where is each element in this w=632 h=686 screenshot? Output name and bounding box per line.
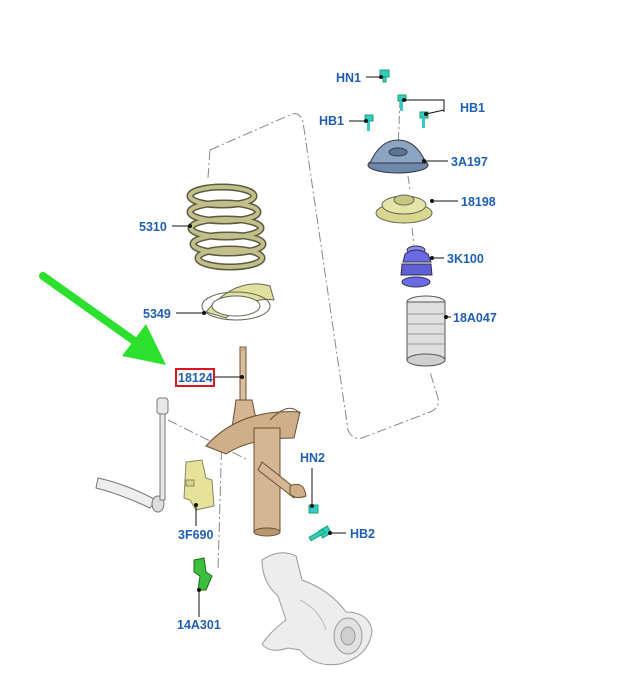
label-5349[interactable]: 5349 [143, 307, 171, 321]
label-hb1-left[interactable]: HB1 [319, 114, 344, 128]
steering-knuckle [261, 552, 373, 666]
strut-18124 [205, 346, 307, 537]
highlight-box-18124 [175, 368, 215, 387]
stabilizer-link [156, 397, 169, 501]
label-18a047[interactable]: 18A047 [453, 311, 497, 325]
green-arrow-icon [39, 272, 166, 365]
assembly-outline-left [207, 149, 211, 179]
label-18198[interactable]: 18198 [461, 195, 496, 209]
stabilizer-bar [95, 477, 165, 513]
label-hn2[interactable]: HN2 [300, 451, 325, 465]
bump-stop-3k100 [400, 245, 433, 288]
leader-dots [188, 75, 448, 592]
coil-spring-5310-face [188, 185, 265, 269]
centerline-top [397, 99, 415, 246]
label-3k100[interactable]: 3K100 [447, 252, 484, 266]
top-mount-3a197 [367, 139, 429, 174]
bolts-hb1 [364, 94, 429, 131]
bracket-14a301 [193, 557, 213, 591]
dust-boot-18a047 [406, 295, 446, 367]
label-14a301[interactable]: 14A301 [177, 618, 221, 632]
label-3a197[interactable]: 3A197 [451, 155, 488, 169]
spring-seat-18198 [375, 194, 433, 224]
spring-isolator-5349 [201, 283, 275, 321]
label-5310[interactable]: 5310 [139, 220, 167, 234]
nut-hn1 [379, 69, 390, 83]
label-hn1[interactable]: HN1 [336, 71, 361, 85]
label-18124[interactable]: 18124 [178, 371, 213, 385]
label-hb1-right[interactable]: HB1 [460, 101, 485, 115]
bracket-3f690 [183, 459, 215, 511]
assembly-outline [209, 113, 439, 439]
leader-lines [172, 76, 458, 617]
label-hb2[interactable]: HB2 [350, 527, 375, 541]
label-3f690[interactable]: 3F690 [178, 528, 213, 542]
bolt-hb2 [308, 525, 333, 542]
centerline-link [167, 419, 249, 571]
